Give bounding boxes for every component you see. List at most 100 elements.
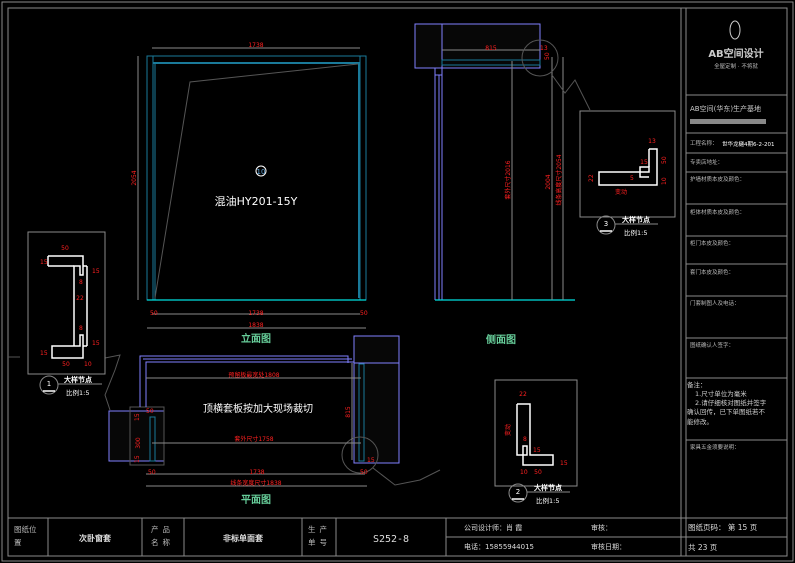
plan-dim-50b: 50 bbox=[360, 469, 368, 476]
door-swing-line bbox=[154, 63, 359, 299]
note-2c: 能修改。 bbox=[687, 417, 713, 426]
finish-label: 混油HY201-15Y bbox=[215, 194, 298, 208]
detail1-scale: 比例1:5 bbox=[66, 388, 89, 397]
logo-icon bbox=[729, 20, 741, 40]
side-view-title: 侧面图 bbox=[486, 333, 516, 346]
plan-note: 顶横套板按加大现场裁切 bbox=[203, 402, 313, 415]
detail1-dim-5: 8 bbox=[79, 325, 83, 332]
plan-dim-15b: 15 bbox=[134, 455, 141, 463]
detail1-dim-6: 15 bbox=[92, 340, 100, 347]
side-dim-2004: 2004 bbox=[545, 174, 552, 189]
side-panel: AB空间设计 全屋定制 · 不将就 AB空间(华东)生产基地 工程名称： 世华龙… bbox=[680, 7, 788, 557]
review: 审核： bbox=[591, 523, 612, 532]
elevation-view: 1738 2054 50 1738 50 1838 10 混油HY201-15Y… bbox=[131, 42, 368, 345]
detail2-dim-4: 15 bbox=[560, 460, 568, 467]
detail2-dim-6: 50 bbox=[534, 469, 542, 476]
dim-total: 1838 bbox=[248, 322, 263, 329]
product-value: 非标单面套 bbox=[223, 533, 264, 543]
logo-text: AB空间设计 bbox=[708, 47, 763, 60]
detail1-dim-9: 10 bbox=[84, 361, 92, 368]
detail2-number: 2 bbox=[516, 488, 520, 496]
drafter: 门套制图人及电话： bbox=[690, 299, 740, 307]
dim-bottom: 1738 bbox=[248, 310, 263, 317]
inner-border bbox=[7, 7, 788, 557]
detail2-dim-0: 22 bbox=[519, 391, 527, 398]
store-address: 专卖店地址： bbox=[690, 158, 723, 166]
dim-height: 2054 bbox=[131, 170, 138, 185]
plan-view: 预留板最宽处1808 顶横套板按加大现场裁切 套外尺寸1758 50 1738 … bbox=[108, 335, 441, 506]
page-number: 图纸页码： 第 15 页 bbox=[688, 522, 758, 532]
side-dim-inner: 套外尺寸2016 bbox=[504, 160, 512, 199]
plan-view-title: 平面图 bbox=[241, 494, 271, 506]
marker-label: 10 bbox=[257, 168, 266, 176]
wall-material: 护墙材质本皮及颜色： bbox=[690, 175, 745, 183]
review-date: 审核日期： bbox=[591, 542, 626, 551]
side-view: 815 13 50 套外尺寸2016 2004 线条高度尺寸2054 侧面图 bbox=[414, 23, 591, 346]
detail2-dim-2: 8 bbox=[523, 436, 527, 443]
detail1-dim-0: 50 bbox=[61, 245, 69, 252]
page-total: 共 23 页 bbox=[688, 543, 718, 552]
plan-dim-50a: 50 bbox=[148, 469, 156, 476]
project-label: 工程名称： bbox=[690, 139, 718, 147]
detail3-dim-0: 13 bbox=[648, 138, 656, 145]
plan-dim-outer: 套外尺寸1758 bbox=[234, 435, 273, 443]
order-value: S252-8 bbox=[373, 534, 409, 545]
title-block: 图纸位置 次卧窗套 产品名称 非标单面套 生产单号 S252-8 公司设计师：肖… bbox=[7, 517, 682, 557]
side-dim-outer: 线条高度尺寸2054 bbox=[555, 154, 563, 205]
detail3-scale: 比例1:5 bbox=[624, 228, 647, 237]
designer: 公司设计师：肖 霞 bbox=[464, 523, 522, 532]
detail2-dim-1: 变动 bbox=[504, 424, 512, 436]
project-value: 世华龙樾4期6-2-201 bbox=[722, 140, 774, 148]
detail1-dim-1: 15 bbox=[40, 259, 48, 266]
detail-1: 50 15 15 8 22 8 15 15 50 10 1 大样节点 比例1:5 bbox=[8, 231, 121, 411]
notes-title: 备注： bbox=[687, 380, 707, 389]
detail1-dim-2: 15 bbox=[92, 268, 100, 275]
detail-2: 22 变动 8 15 15 10 50 2 大样节点 比例1:5 bbox=[494, 379, 578, 505]
plan-dim-max-width: 预留板最宽处1808 bbox=[228, 371, 279, 379]
frame-door: 套门本皮及颜色： bbox=[690, 268, 734, 276]
product-label: 产品名称 bbox=[151, 525, 174, 547]
detail3-dim-5: 5 bbox=[630, 175, 634, 182]
dim-left: 50 bbox=[150, 310, 158, 317]
plan-dim-depth: 815 bbox=[345, 406, 352, 418]
detail2-dim-5: 10 bbox=[520, 469, 528, 476]
logo-sub: 全屋定制 · 不将就 bbox=[714, 62, 758, 70]
plan-dim-300: 300 bbox=[135, 437, 142, 449]
detail3-title: 大样节点 bbox=[622, 215, 650, 224]
detail3-dim-4: 22 bbox=[588, 174, 595, 182]
dim-top: 1738 bbox=[248, 42, 263, 49]
plan-dim-50c: 50 bbox=[146, 408, 154, 415]
hardware-note: 家具五金须要说明： bbox=[690, 443, 740, 451]
dim-right: 50 bbox=[360, 310, 368, 317]
detail2-scale: 比例1:5 bbox=[536, 496, 559, 505]
plan-dim-1738: 1738 bbox=[249, 469, 264, 476]
side-dim-depth: 815 bbox=[485, 45, 497, 52]
confirm-signature: 图纸确认人签字： bbox=[690, 341, 734, 349]
marker-circle bbox=[255, 165, 267, 177]
detail1-dim-3: 8 bbox=[79, 279, 83, 286]
cabinet-material: 柜体材质本皮及颜色： bbox=[690, 208, 745, 216]
detail3-dim-2: 50 bbox=[661, 156, 668, 164]
detail3-number: 3 bbox=[604, 220, 608, 228]
detail3-dim-6: 变动 bbox=[615, 188, 627, 196]
detail1-title: 大样节点 bbox=[64, 375, 92, 384]
elevation-title: 立面图 bbox=[241, 332, 271, 345]
detail2-dim-3: 15 bbox=[533, 447, 541, 454]
detail2-title: 大样节点 bbox=[534, 483, 562, 492]
order-label: 生产单号 bbox=[308, 525, 331, 547]
detail3-dim-3: 10 bbox=[661, 177, 668, 185]
note-2b: 确认回传，已下单图纸若不 bbox=[687, 407, 766, 416]
detail3-dim-1: 15 bbox=[640, 159, 648, 166]
detail1-dim-4: 22 bbox=[76, 295, 84, 302]
side-dim-50: 50 bbox=[544, 52, 551, 60]
plan-dim-15a: 15 bbox=[134, 413, 141, 421]
company-name: AB空间(华东)生产基地 bbox=[690, 104, 761, 113]
detail1-dim-8: 50 bbox=[62, 361, 70, 368]
detail1-number: 1 bbox=[47, 380, 51, 388]
note-2a: 2.请仔细核对图纸并签字 bbox=[695, 398, 767, 407]
plan-dim-15c: 15 bbox=[367, 457, 375, 464]
detail-3: 13 15 50 10 22 5 变动 3 大样节点 比例1:5 bbox=[579, 110, 676, 237]
designer-phone: 电话：15855944015 bbox=[464, 542, 534, 551]
